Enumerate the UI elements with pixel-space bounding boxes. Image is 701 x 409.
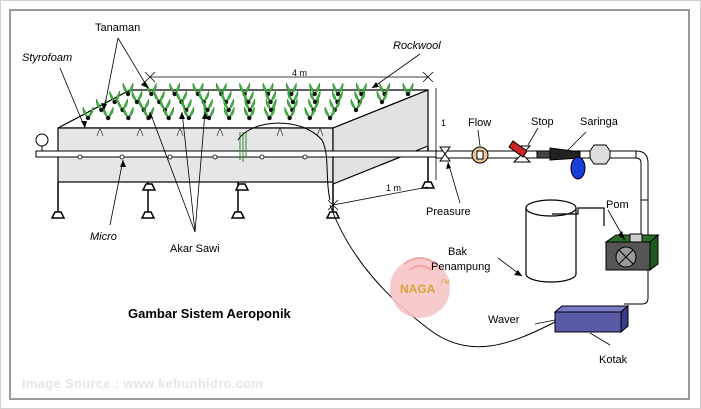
plant [131,90,143,105]
plant [264,106,275,121]
plant [169,82,181,97]
label-waver: Waver [488,314,520,326]
plant [138,98,150,113]
plant [215,82,227,97]
table-legs [50,146,436,219]
label-pom: Pom [606,199,629,211]
plant [122,106,134,121]
label-pressure: Preasure [426,206,471,218]
plant [203,106,215,121]
dimension-lines [144,71,437,211]
plant [163,106,175,121]
label-dim-width: 1 m [386,183,402,193]
label-dim-length: 4 m [292,68,308,78]
plants [82,82,414,121]
cable-loop [237,122,331,201]
waver-wire [329,204,556,348]
plant [402,82,414,97]
label-micro: Micro [90,231,117,243]
plant [332,90,343,105]
plant [117,98,128,113]
plant [223,98,235,113]
filter-saringa [536,144,611,180]
pump [604,233,660,271]
plant [286,98,298,113]
naga-fm-logo [390,257,450,318]
plant [324,106,336,121]
plant [180,98,192,113]
plant [376,90,388,105]
pressure-valve [439,146,451,162]
plant [202,98,213,113]
plant [243,106,255,121]
plant [287,90,299,105]
label-bak: Bak [448,246,467,258]
label-rockwool: Rockwool [393,40,441,52]
logo-text: NAGA [400,282,436,296]
label-penampung: Penampung [431,261,491,273]
plant [265,90,277,105]
plant [223,106,235,121]
label-akar-sawi: Akar Sawi [170,243,220,255]
pump-cable [624,270,649,305]
plant [350,98,362,113]
plant [82,106,94,121]
leader-lines [59,37,626,346]
image-source-watermark: Image Source : www.kebunhidro.com [22,376,264,391]
plant [309,82,321,97]
plant [285,82,297,97]
micro-sprinklers [77,154,308,160]
plant [244,98,256,113]
inner-border [9,9,690,400]
flow-meter [471,146,489,164]
plant [284,106,296,121]
plant [262,82,274,97]
label-styrofoam: Styrofoam [22,52,73,64]
label-tanaman: Tanaman [95,22,141,34]
label-flow: Flow [468,117,492,129]
plant [109,90,121,105]
plant [183,106,195,121]
logo-subtext: FM [441,280,450,286]
label-kotak: Kotak [599,354,628,366]
pipeline [435,150,649,242]
reservoir-tank [525,199,605,283]
plant [145,82,157,97]
plant [304,106,316,121]
plant [220,90,232,105]
diagram-title: Gambar Sistem Aeroponik [128,306,291,321]
plant [242,90,254,105]
root-stubs [96,127,324,137]
label-saringa: Saringa [580,116,618,128]
timer-box [553,304,630,334]
stop-valve [508,140,532,163]
label-stop: Stop [531,116,554,128]
plant [122,82,134,97]
arrowheads [81,81,625,276]
label-dim-height: 1 [441,118,447,128]
plant [332,82,344,97]
